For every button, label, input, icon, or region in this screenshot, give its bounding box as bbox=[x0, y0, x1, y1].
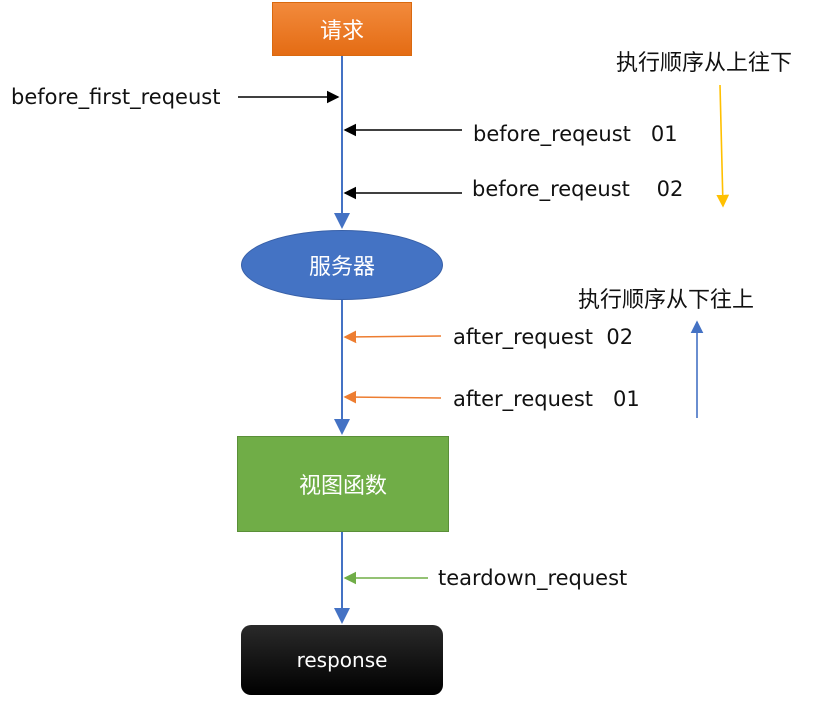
after-request-02-arrow bbox=[343, 330, 442, 344]
after-request-02-label: after_request 02 bbox=[453, 325, 634, 349]
before-request-01-label: before_reqeust 01 bbox=[473, 122, 678, 146]
request-node: 请求 bbox=[272, 2, 412, 56]
response-node: response bbox=[241, 625, 443, 695]
order-down-arrow bbox=[716, 84, 730, 208]
server-node: 服务器 bbox=[241, 230, 443, 300]
before-first-request-label: before_first_reqeust bbox=[11, 85, 221, 109]
after-request-01-label: after_request 01 bbox=[453, 387, 640, 411]
after-request-01-arrow bbox=[343, 390, 442, 404]
teardown-request-label: teardown_request bbox=[438, 566, 628, 590]
order-top-to-bottom-label: 执行顺序从上往下 bbox=[616, 51, 793, 76]
before-request-02-label: before_reqeust 02 bbox=[472, 177, 684, 201]
order-bottom-to-top-label: 执行顺序从下往上 bbox=[578, 288, 755, 313]
view-function-node: 视图函数 bbox=[237, 436, 449, 532]
